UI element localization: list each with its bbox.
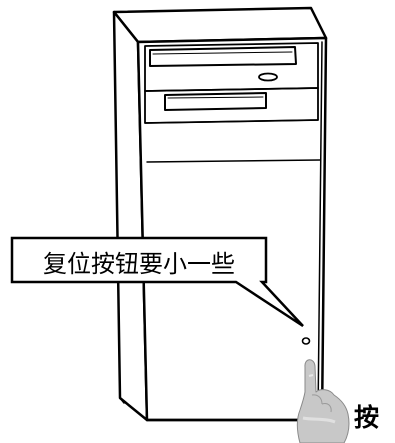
callout-bubble [10,236,304,328]
callout-label: 复位按钮要小一些 [43,249,235,278]
press-label: 按 [354,403,380,432]
computer-tower-icon [112,6,328,422]
pointing-hand-icon [296,359,350,443]
